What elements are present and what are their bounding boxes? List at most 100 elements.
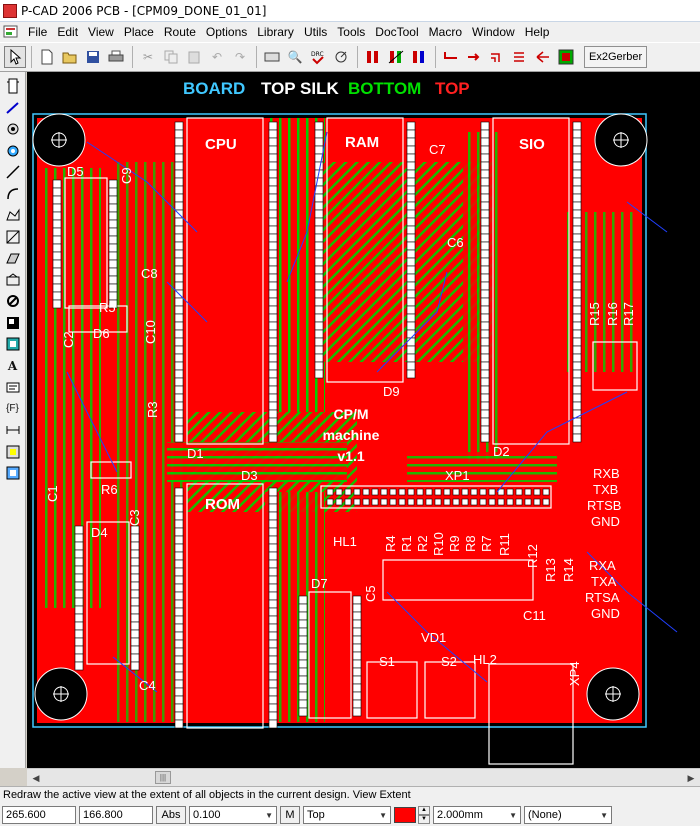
via-icon[interactable]	[2, 141, 24, 161]
pin-pad	[497, 488, 505, 496]
route-arrow-icon[interactable]	[463, 46, 485, 68]
board-icon[interactable]	[555, 46, 577, 68]
pin-pad	[314, 209, 324, 219]
designator-vd1: VD1	[421, 630, 446, 645]
pin-pad	[488, 488, 496, 496]
select-arrow-icon[interactable]	[4, 46, 26, 68]
pin-pad	[406, 313, 416, 323]
layer-spinner[interactable]: ▲ ▼	[418, 806, 430, 824]
pcb-canvas[interactable]: BOARD TOP SILK BOTTOM TOP CPU RAM SIO RO…	[27, 72, 700, 768]
diagram-icon[interactable]	[2, 463, 24, 483]
keepout-icon[interactable]	[2, 291, 24, 311]
pin-pad	[74, 621, 84, 631]
menu-macro[interactable]: Macro	[428, 25, 462, 39]
route-bus-icon[interactable]	[509, 46, 531, 68]
pin-pad	[268, 377, 278, 387]
trace-width-select[interactable]: 2.000mm ▼	[433, 806, 521, 824]
horizontal-scrollbar[interactable]: ◀ ||| ▶	[27, 768, 700, 786]
route-fanout-icon[interactable]	[532, 46, 554, 68]
document-icon[interactable]	[2, 24, 20, 40]
keyboard-icon[interactable]	[261, 46, 283, 68]
menu-options[interactable]: Options	[205, 25, 248, 39]
abs-button[interactable]: Abs	[156, 806, 186, 824]
menu-edit[interactable]: Edit	[57, 25, 79, 39]
route-icon[interactable]	[440, 46, 462, 68]
cut-icon[interactable]: ✂	[142, 50, 154, 64]
scroll-left-icon[interactable]: ◀	[32, 772, 40, 783]
field-icon[interactable]: {F}	[6, 403, 19, 414]
designator-hl1: HL1	[333, 534, 357, 549]
layer-select[interactable]: Top ▼	[303, 806, 391, 824]
layer-diag-icon[interactable]	[385, 46, 407, 68]
cutout-icon[interactable]	[2, 227, 24, 247]
menu-file[interactable]: File	[28, 25, 48, 39]
copy-icon[interactable]	[160, 46, 182, 68]
print-icon[interactable]	[105, 46, 127, 68]
component-icon[interactable]	[2, 76, 24, 96]
text-icon[interactable]: A	[7, 358, 18, 373]
attribute-icon[interactable]	[2, 377, 24, 397]
copper-pour-icon[interactable]	[2, 270, 24, 290]
menu-window[interactable]: Window	[472, 25, 515, 39]
arc-icon[interactable]	[2, 184, 24, 204]
grid-select[interactable]: 0.100 ▼	[189, 806, 277, 824]
pin-pad	[268, 599, 278, 609]
pin-pad	[174, 719, 184, 729]
paste-icon[interactable]	[183, 46, 205, 68]
zoom-icon[interactable]: 🔍	[287, 50, 303, 64]
pin-pad	[406, 273, 416, 283]
spin-up-icon[interactable]: ▲	[418, 806, 430, 815]
pin-pad	[480, 161, 490, 171]
menu-help[interactable]: Help	[524, 25, 550, 39]
route-multi-icon[interactable]	[486, 46, 508, 68]
dimension-icon[interactable]	[2, 420, 24, 440]
x-coordinate-field[interactable]: 265.600	[2, 806, 76, 824]
menu-utils[interactable]: Utils	[303, 25, 328, 39]
scroll-right-icon[interactable]: ▶	[687, 772, 695, 783]
designator-r8: R8	[463, 535, 478, 552]
room-icon[interactable]	[2, 334, 24, 354]
undo-icon[interactable]: ↶	[211, 50, 223, 64]
ex2gerber-button[interactable]: Ex2Gerber	[584, 46, 648, 68]
pin-pad	[572, 353, 582, 363]
pin-pad	[268, 161, 278, 171]
m-button[interactable]: M	[280, 806, 300, 824]
menu-doctool[interactable]: DocTool	[375, 25, 419, 39]
plane-icon[interactable]	[2, 248, 24, 268]
scroll-thumb[interactable]: |||	[155, 771, 171, 784]
menu-route[interactable]: Route	[163, 25, 196, 39]
redo-icon[interactable]: ↷	[234, 50, 246, 64]
pin-pad	[52, 227, 62, 237]
menu-library[interactable]: Library	[257, 25, 294, 39]
pin-pad	[480, 393, 490, 403]
pad-icon[interactable]	[2, 119, 24, 139]
measure-icon[interactable]	[330, 46, 352, 68]
pin-pad	[352, 675, 362, 685]
pin-pad	[480, 153, 490, 163]
pin-pad	[479, 498, 487, 506]
pin-pad	[572, 401, 582, 411]
menu-tools[interactable]: Tools	[337, 25, 366, 39]
line-icon[interactable]	[2, 162, 24, 182]
designator-c1: C1	[45, 485, 60, 502]
point-icon[interactable]	[2, 442, 24, 462]
new-file-icon[interactable]	[36, 46, 58, 68]
polygon-icon[interactable]	[2, 205, 24, 225]
open-folder-icon[interactable]	[59, 46, 81, 68]
spin-down-icon[interactable]: ▼	[418, 815, 430, 824]
save-icon[interactable]	[82, 46, 104, 68]
pin-pad	[314, 201, 324, 211]
connection-icon[interactable]	[2, 98, 24, 118]
menu-view[interactable]: View	[88, 25, 114, 39]
fill-icon[interactable]	[2, 313, 24, 333]
net-select[interactable]: (None) ▼	[524, 806, 612, 824]
drc-icon[interactable]: DRC	[307, 46, 329, 68]
layer-color-swatch[interactable]	[394, 807, 416, 823]
pin-pad	[314, 353, 324, 363]
layer-mix-icon[interactable]	[408, 46, 430, 68]
pin-pad	[268, 265, 278, 275]
layer-bars-icon[interactable]	[362, 46, 384, 68]
pin-pad	[174, 511, 184, 521]
menu-place[interactable]: Place	[123, 25, 154, 39]
y-coordinate-field[interactable]: 166.800	[79, 806, 153, 824]
